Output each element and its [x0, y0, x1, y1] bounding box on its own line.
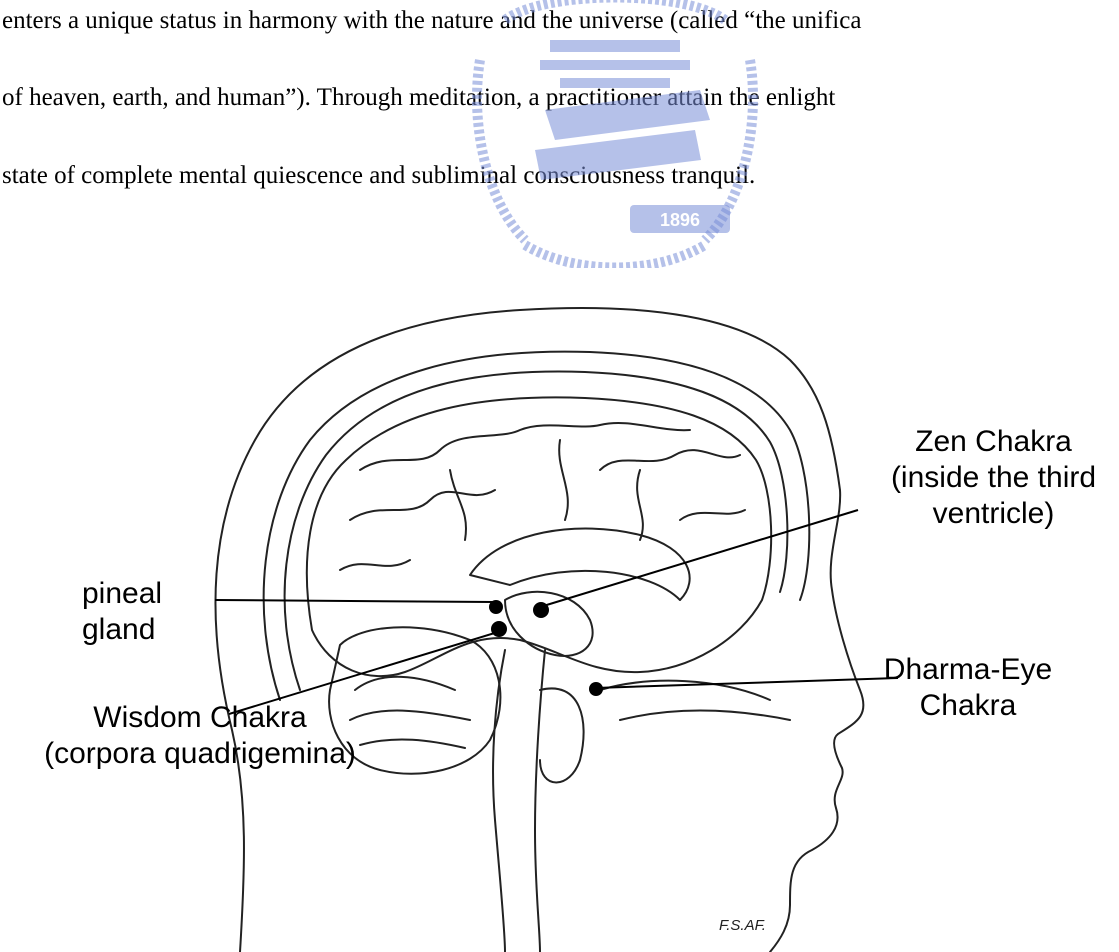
wisdom-chakra-label: Wisdom Chakra (corpora quadrigemina) [0, 700, 400, 772]
brainstem [493, 650, 505, 952]
dharma-eye-chakra-dot [589, 682, 603, 696]
brain-sagittal-illustration [0, 300, 1119, 952]
wisdom-label-line-2: (corpora quadrigemina) [0, 736, 400, 772]
skull-inner [285, 372, 788, 690]
dharma-label-line-1: Dharma-Eye [858, 652, 1078, 688]
cerebrum-outline [307, 397, 771, 676]
zen-chakra-label: Zen Chakra (inside the third ventricle) [868, 424, 1119, 532]
zen-label-line-1: Zen Chakra [868, 424, 1119, 460]
zen-chakra-dot [533, 602, 549, 618]
pineal-label-line-2: gland [82, 612, 162, 648]
pineal-gland-dot [489, 600, 503, 614]
zen-label-line-2: (inside the third [868, 460, 1119, 496]
pons [540, 688, 584, 782]
pineal-gland-label: pineal gland [82, 576, 162, 648]
wisdom-label-line-1: Wisdom Chakra [0, 700, 400, 736]
seal-year: 1896 [660, 210, 700, 230]
wisdom-chakra-dot [491, 621, 507, 637]
pineal-label-line-1: pineal [82, 576, 162, 612]
corpus-callosum [470, 528, 690, 600]
zen-label-line-3: ventricle) [868, 496, 1119, 532]
thalamus [505, 592, 593, 656]
illustrator-credit: F.S.AF. [719, 917, 766, 934]
dharma-eye-chakra-label: Dharma-Eye Chakra [858, 652, 1078, 724]
dharma-label-line-2: Chakra [858, 688, 1078, 724]
university-seal-watermark: 1896 [465, 0, 765, 268]
